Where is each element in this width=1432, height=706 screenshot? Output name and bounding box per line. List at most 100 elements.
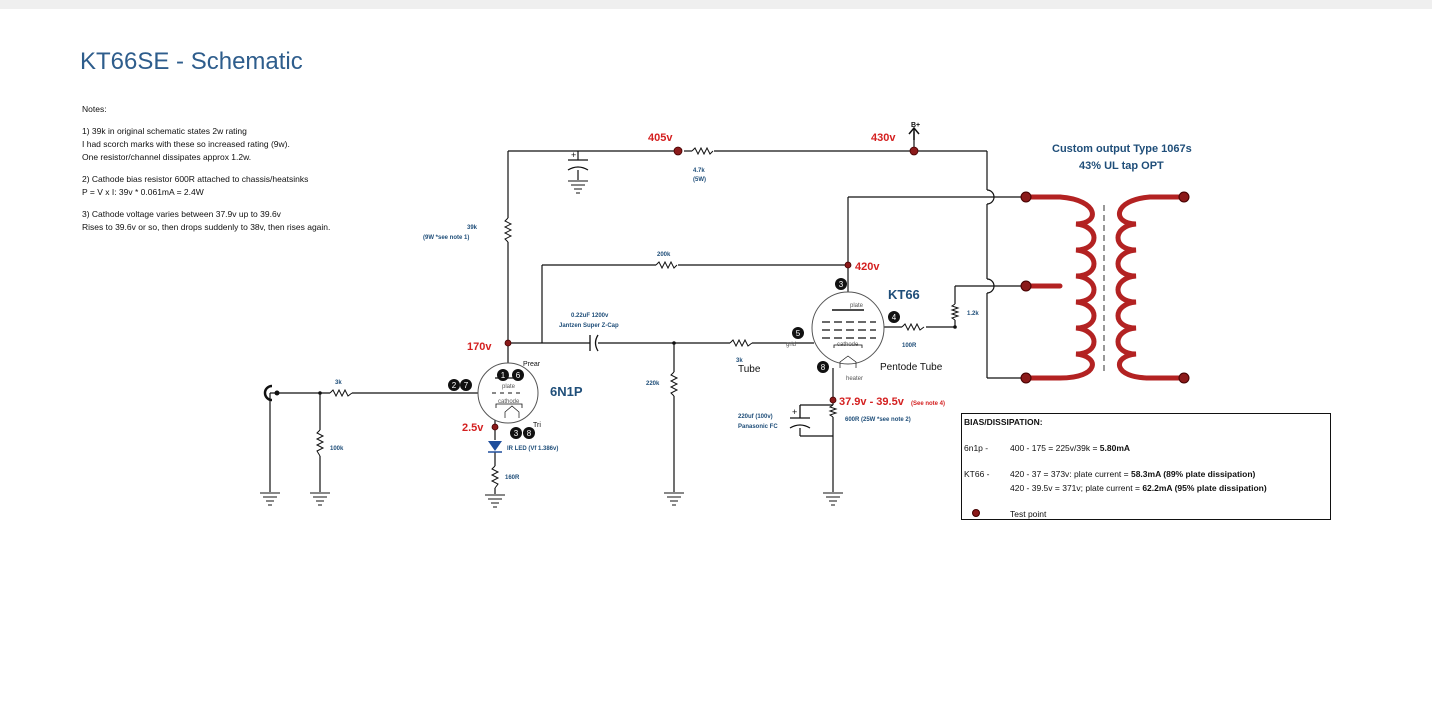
- bias-kt66-result-1: 58.3mA (89% plate dissipation): [1130, 469, 1256, 479]
- r100r-label: 100R: [902, 343, 917, 349]
- bias-6n1p-label: 6n1p -: [964, 443, 989, 453]
- cap-022-label: 0.22uF 1200v: [571, 313, 609, 319]
- bias-heading: BIAS/DISSIPATION:: [964, 417, 1043, 427]
- output-transformer: [1020, 191, 1190, 384]
- input-jack-tip: [274, 390, 280, 396]
- resistor-4-7k: [691, 146, 714, 156]
- r3k-grid-label: 3k: [736, 358, 743, 364]
- bias-kt66-calc-2: 420 - 39.5v = 371v; plate current =: [1010, 483, 1143, 493]
- test-point: [844, 261, 852, 269]
- bypass-cap-plate-bottom: [789, 424, 811, 429]
- note-1-line-2: I had scorch marks with these so increas…: [82, 139, 290, 149]
- tube-6n1p-label: 6N1P: [550, 384, 583, 399]
- ground-symbol: [260, 492, 280, 506]
- ground-symbol: [823, 492, 843, 506]
- bypass-cap-plus: +: [792, 407, 797, 417]
- note-1-line-1: 1) 39k in original schematic states 2w r…: [82, 126, 247, 136]
- resistor-3k-grid: [729, 338, 753, 348]
- pin-badge: 8: [817, 361, 829, 373]
- resistor-600r: [828, 404, 838, 418]
- heater-label-kt66: heater: [846, 376, 863, 382]
- note-3-line-2: Rises to 39.6v or so, then drops suddenl…: [82, 222, 331, 232]
- voltage-420v: 420v: [855, 261, 880, 273]
- svg-text:6: 6: [516, 371, 521, 380]
- junction-dots: [318, 325, 957, 395]
- capacitors: [567, 159, 811, 429]
- prear-label: Prear: [523, 361, 541, 368]
- pin-badge: 4: [888, 311, 900, 323]
- tube-text-fragment: Tube: [738, 364, 761, 375]
- resistor-200k: [655, 260, 678, 270]
- ground-symbol: [310, 492, 330, 506]
- resistor-100k: [315, 429, 325, 457]
- page-title: KT66SE - Schematic: [80, 48, 303, 75]
- test-points: [491, 146, 919, 431]
- svg-text:8: 8: [527, 429, 532, 438]
- voltage-cathode: 37.9v - 39.5v: [839, 396, 905, 408]
- filter-cap-plus: +: [571, 150, 576, 160]
- r600r-label: 600R (25W *see note 2): [845, 417, 911, 423]
- led-label: IR LED (Vf 1.386v): [507, 446, 558, 452]
- svg-text:4: 4: [892, 313, 897, 322]
- bias-kt66-calc-1: 420 - 37 = 373v: plate current =: [1010, 469, 1131, 479]
- top-bar: [0, 0, 1432, 9]
- bplus-arrow: [908, 126, 920, 140]
- r160r-label: 160R: [505, 475, 520, 481]
- bias-kt66-label: KT66 -: [964, 469, 990, 479]
- voltage-405v: 405v: [648, 132, 673, 144]
- pin-badge: 3: [835, 278, 847, 290]
- resistor-39k: [503, 217, 513, 243]
- r200k-label: 200k: [657, 252, 671, 258]
- plate-label-kt66: plate: [850, 303, 864, 309]
- cathode-label-kt66: cathode: [837, 342, 859, 348]
- test-point-legend-label: Test point: [1010, 509, 1047, 519]
- cap220-label: 220uf (100v): [738, 414, 773, 420]
- cap220-brand: Panasonic FC: [738, 424, 778, 430]
- cap-022-brand: Jantzen Super Z-Cap: [559, 323, 619, 329]
- bias-kt66-result-2: 62.2mA (95% plate dissipation): [1142, 483, 1267, 493]
- note-2-line-1: 2) Cathode bias resistor 600R attached t…: [82, 174, 309, 184]
- r220k-label: 220k: [646, 381, 660, 387]
- voltage-2-5v: 2.5v: [462, 422, 484, 434]
- pin-badge: 7: [460, 379, 472, 391]
- test-point: [909, 146, 919, 156]
- pin-badges: 1 6 2 7 3 8 3 4 5 8: [448, 278, 900, 439]
- pin-badge: 3: [510, 427, 522, 439]
- coupling-cap-plate-b: [594, 334, 599, 352]
- svg-text:7: 7: [464, 381, 469, 390]
- voltage-170v: 170v: [467, 341, 492, 353]
- pin-badge: 1: [497, 369, 509, 381]
- svg-text:3: 3: [839, 280, 844, 289]
- pin-badge: 2: [448, 379, 460, 391]
- test-point-legend-icon: [972, 509, 980, 517]
- resistors: [315, 146, 960, 489]
- plate-label-6n1p: plate: [502, 384, 516, 390]
- grounds: [260, 180, 843, 508]
- r47k-label: 4.7k: [693, 168, 705, 174]
- ground-symbol: [568, 180, 588, 194]
- pin-badge: 6: [512, 369, 524, 381]
- filter-cap-plate-bottom: [567, 166, 589, 171]
- svg-text:8: 8: [821, 363, 826, 372]
- ir-led: [488, 441, 502, 453]
- opt-subtitle: 43% UL tap OPT: [1079, 160, 1164, 172]
- r3k-input-label: 3k: [335, 380, 342, 386]
- resistor-220k: [669, 371, 679, 397]
- bias-dissipation-box: BIAS/DISSIPATION: 6n1p - 400 - 175 = 225…: [961, 413, 1331, 520]
- wires: [269, 132, 1026, 494]
- svg-text:3: 3: [514, 429, 519, 438]
- grid-label-kt66: grid: [786, 342, 796, 348]
- input-jack: [263, 384, 273, 402]
- opt-title: Custom output Type 1067s: [1052, 143, 1192, 155]
- test-point: [504, 339, 512, 347]
- pin-badge: 8: [523, 427, 535, 439]
- tube-kt66: [811, 291, 885, 368]
- notes-heading: Notes:: [82, 104, 107, 114]
- r12k-label: 1.2k: [967, 311, 979, 317]
- resistor-1-2k: [950, 303, 960, 321]
- tri-label: Tri: [533, 422, 541, 429]
- r39k-note: (9W *see note 1): [423, 235, 469, 241]
- note-2-line-2: P = V x I: 39v * 0.061mA = 2.4W: [82, 187, 204, 197]
- svg-text:2: 2: [452, 381, 457, 390]
- tube-kt66-label: KT66: [888, 287, 920, 302]
